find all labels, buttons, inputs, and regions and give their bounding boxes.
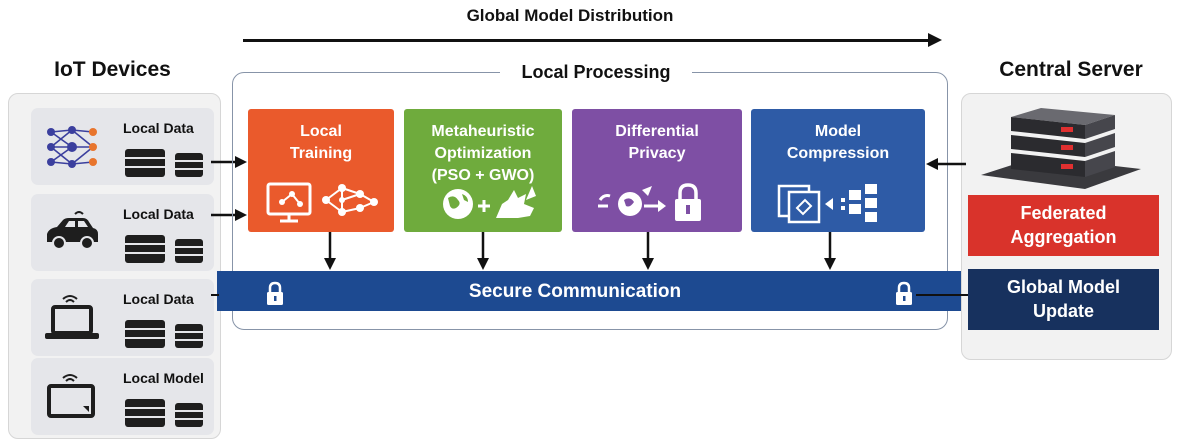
device-label: Local Data [123, 291, 194, 307]
database-icon [125, 320, 203, 348]
secure-communication-label: Secure Communication [468, 281, 682, 302]
database-icon [125, 149, 203, 177]
global-model-update-label: Global Model Update [1006, 277, 1120, 321]
globe-wolf-icon [443, 186, 536, 219]
card-title: Model Compression [786, 123, 890, 162]
server-to-processing-arrow [926, 158, 966, 170]
federated-aggregation-label: Federated Aggregation [1010, 203, 1117, 247]
laptop-icon [45, 295, 99, 339]
compression-icon [777, 184, 877, 224]
card-title: Local Training [289, 123, 353, 162]
device-label: Local Model [123, 370, 204, 386]
database-icon [125, 235, 203, 263]
neural-network-icon [47, 126, 97, 168]
card-down-arrow [324, 232, 336, 270]
tablet-icon [47, 374, 95, 418]
model-compression-card: Model Compression [751, 109, 925, 232]
global-model-update-box: Global Model Update [968, 269, 1159, 330]
lock-icon [267, 281, 283, 305]
device-laptop: Local Data [31, 279, 214, 356]
device-to-bar-connector [211, 294, 219, 296]
lock-icon [896, 281, 912, 305]
local-training-card: Local Training [248, 109, 394, 232]
car-icon [47, 211, 98, 250]
secure-communication-bar [217, 271, 963, 311]
distribution-arrow-line [243, 39, 931, 42]
bar-to-update-connector [916, 294, 968, 296]
card-down-arrow [642, 232, 654, 270]
card-down-arrow [477, 232, 489, 270]
device-car: Local Data [31, 194, 214, 271]
central-server-title: Central Server [999, 58, 1143, 81]
training-network-icon [266, 182, 378, 223]
distribution-title: Global Model Distribution [466, 6, 674, 25]
metaheuristic-optimization-card: Metaheuristic Optimization (PSO + GWO) [404, 109, 562, 232]
federated-aggregation-box: Federated Aggregation [968, 195, 1159, 256]
card-title: Differential Privacy [615, 123, 699, 162]
device-tablet: Local Model [31, 358, 214, 435]
server-rack-icon [981, 108, 1141, 189]
iot-devices-panel: Local Data Local Data [8, 93, 221, 439]
privacy-lock-icon [598, 183, 701, 221]
database-icon [125, 399, 203, 427]
distribution-arrow-head [928, 33, 942, 47]
card-down-arrow [824, 232, 836, 270]
iot-devices-title: IoT Devices [54, 58, 171, 81]
local-processing-title: Local Processing [500, 62, 692, 83]
device-neural-network: Local Data [31, 108, 214, 185]
device-label: Local Data [123, 206, 194, 222]
differential-privacy-card: Differential Privacy [572, 109, 742, 232]
card-title: Metaheuristic Optimization (PSO + GWO) [431, 123, 535, 184]
device-label: Local Data [123, 120, 194, 136]
